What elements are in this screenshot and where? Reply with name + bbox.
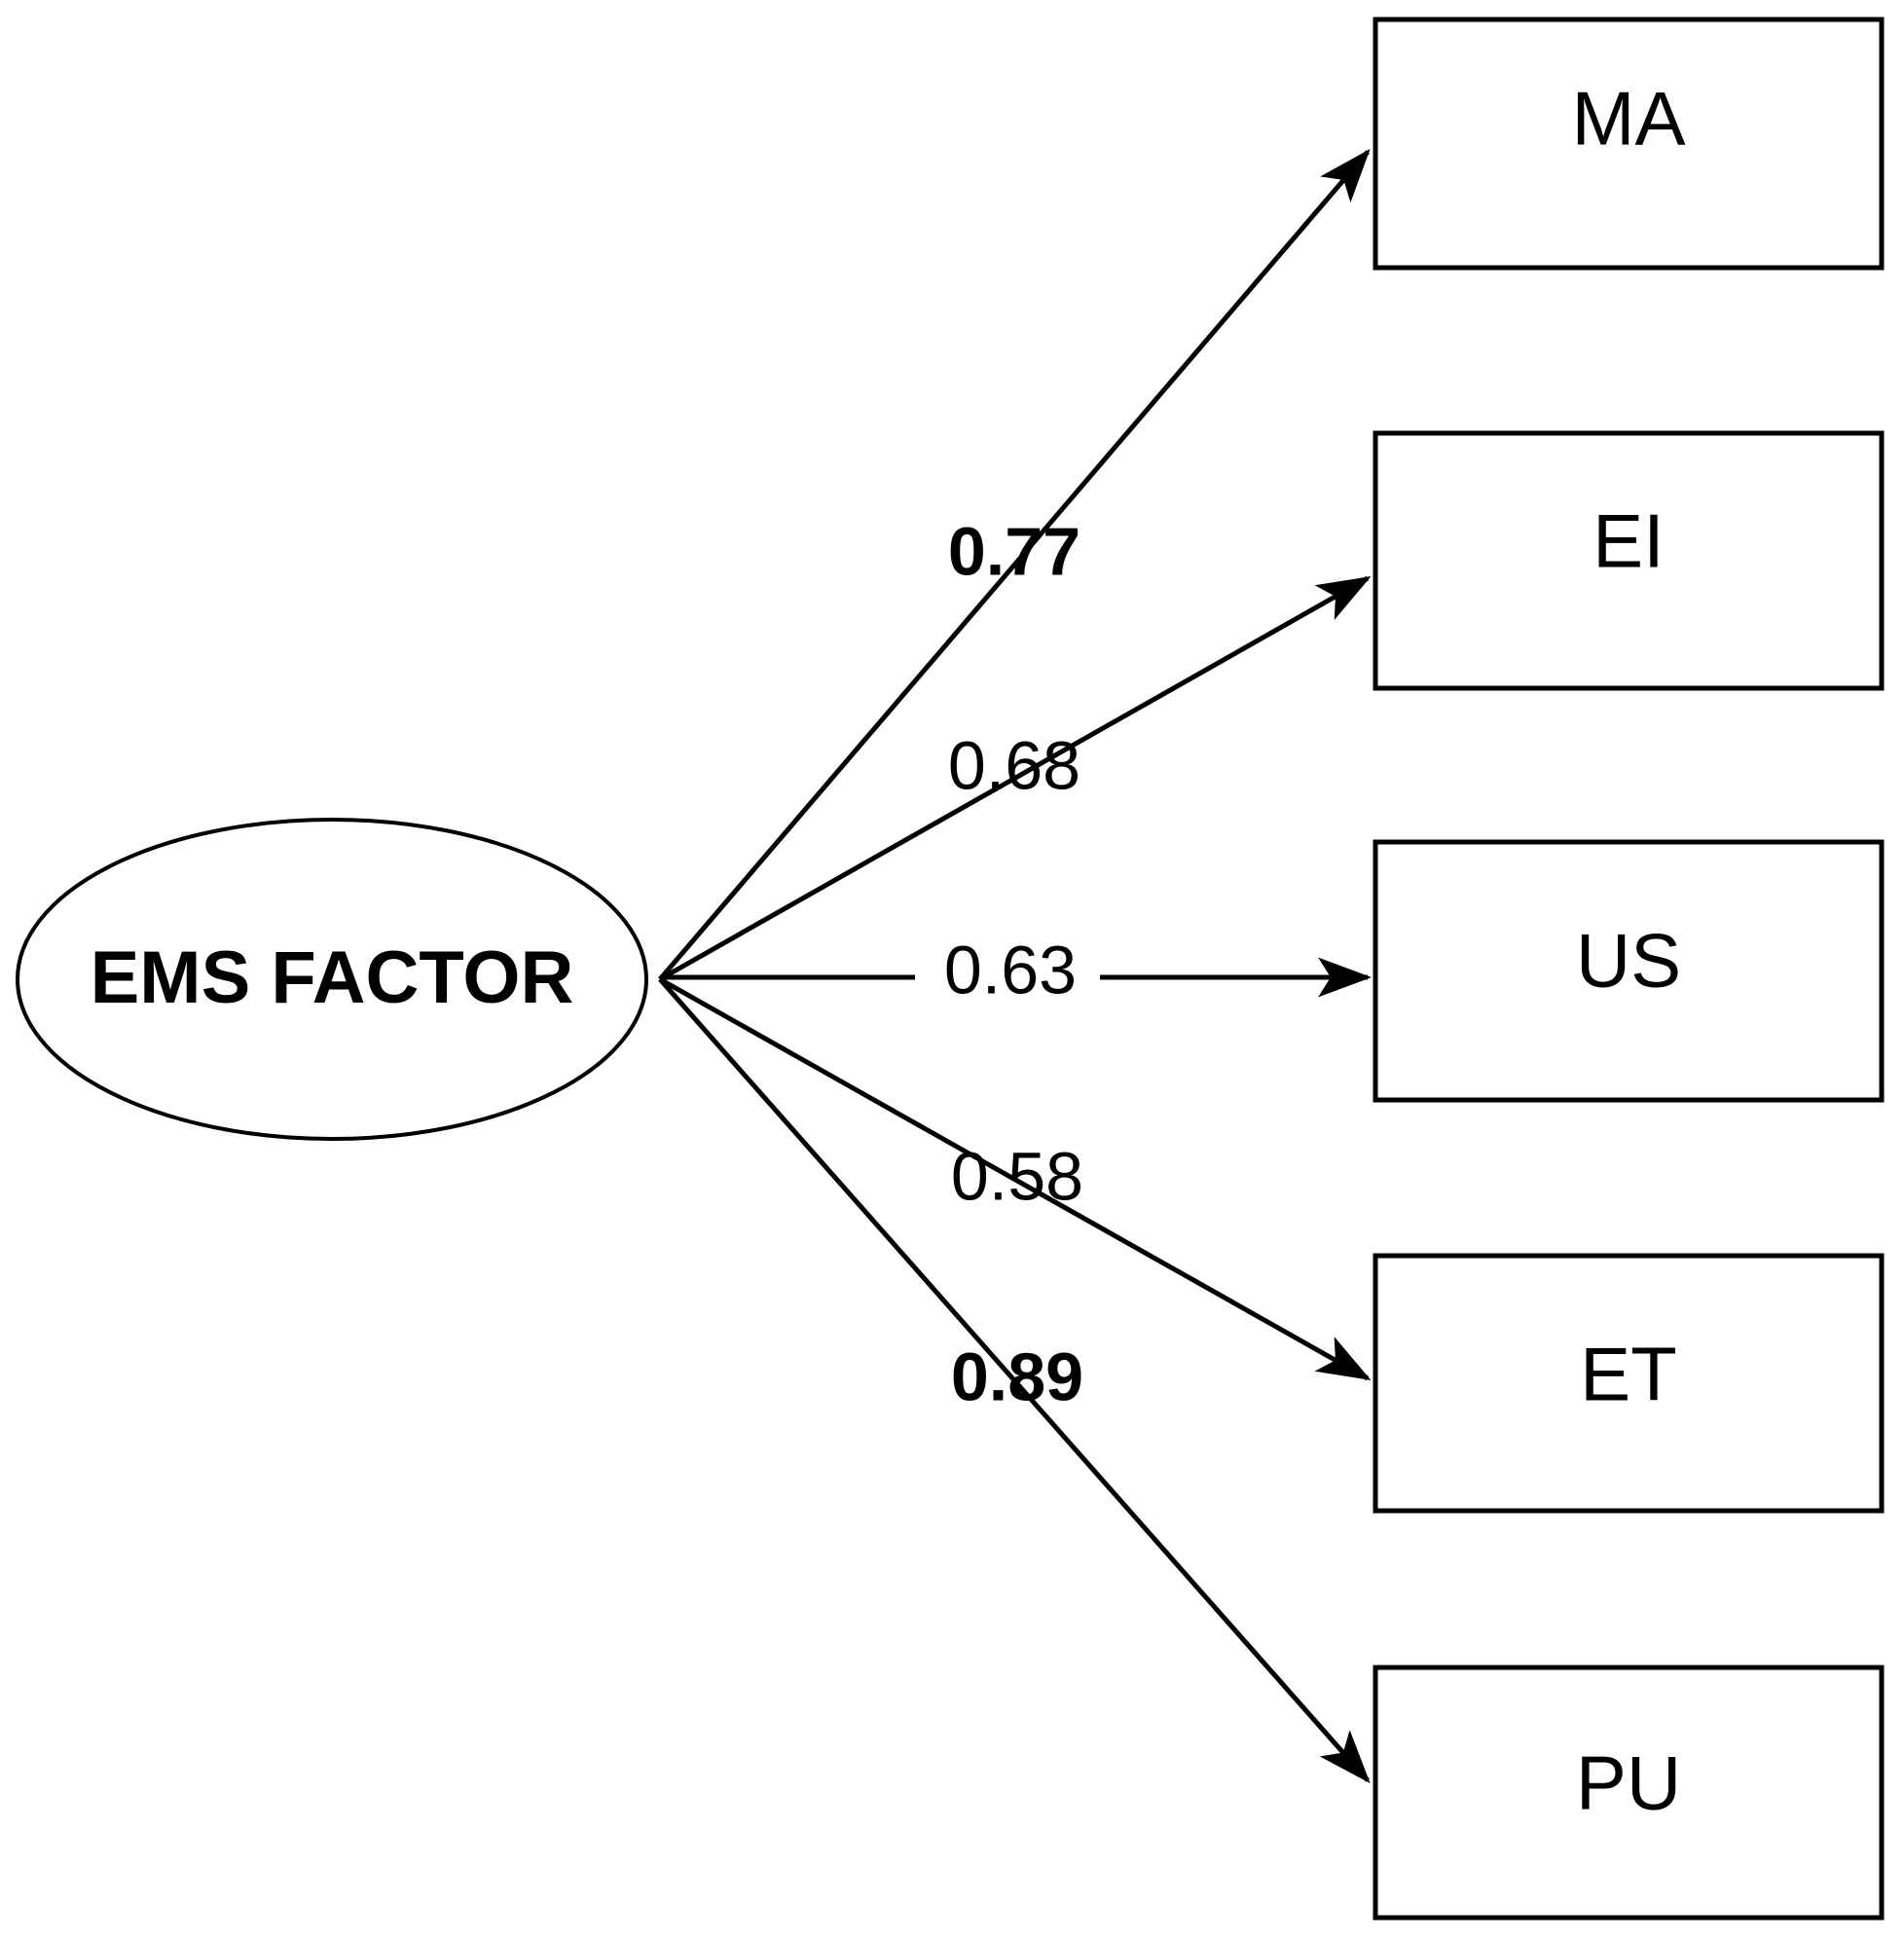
latent-factor-label: EMS FACTOR (91, 936, 574, 1019)
indicator-box-et (1373, 1253, 1885, 1514)
indicator-label-pu: PU (1576, 1740, 1681, 1826)
loading-label-ma: 0.77 (948, 513, 1080, 589)
indicator-node-ma[interactable]: MA (1373, 17, 1885, 271)
loading-path-et (658, 976, 1372, 1381)
indicator-label-ei: EI (1593, 498, 1665, 584)
indicator-node-pu[interactable]: PU (1373, 1665, 1885, 1921)
indicator-node-us[interactable]: US (1373, 839, 1885, 1103)
indicator-label-ma: MA (1572, 76, 1686, 162)
loading-label-pu: 0.89 (951, 1338, 1083, 1414)
loading-label-ei: 0.68 (948, 727, 1080, 803)
latent-factor-node[interactable]: EMS FACTOR (16, 818, 648, 1141)
indicator-label-us: US (1576, 918, 1681, 1004)
indicator-box-pu (1373, 1665, 1885, 1921)
indicator-node-et[interactable]: ET (1373, 1253, 1885, 1514)
indicator-box-ma (1373, 17, 1885, 271)
indicator-box-ei (1373, 430, 1885, 691)
loading-labels: 0.77 0.68 0.63 0.58 0.89 (944, 513, 1083, 1414)
latent-factor-ellipse (16, 818, 648, 1141)
loading-paths (658, 148, 1373, 1783)
indicator-box-us (1373, 839, 1885, 1103)
loading-path-pu (658, 977, 1371, 1783)
indicator-label-et: ET (1580, 1332, 1677, 1417)
loading-path-ma (658, 148, 1371, 981)
loading-label-et: 0.58 (951, 1138, 1083, 1214)
loading-label-us: 0.63 (944, 932, 1077, 1007)
loading-path-ei (658, 575, 1372, 982)
indicator-node-ei[interactable]: EI (1373, 430, 1885, 691)
